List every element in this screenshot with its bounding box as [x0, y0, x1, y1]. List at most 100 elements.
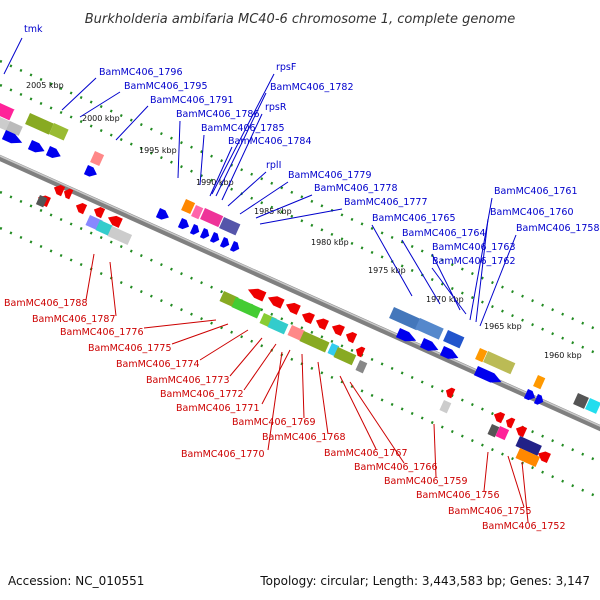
reverse-gene-label: BamMC406_1775 [88, 343, 171, 354]
backbone-highlight [0, 155, 600, 427]
gene-labels: tmkBamMC406_1796BamMC406_1795BamMC406_17… [4, 24, 599, 532]
forward-gene-arrow [177, 218, 190, 230]
genome-backbone [0, 154, 600, 432]
reverse-gene-arrow [515, 426, 528, 438]
reverse-gene-arrow [301, 312, 315, 325]
reverse-feature-box [231, 297, 262, 319]
reverse-feature-box [95, 220, 113, 236]
reverse-leader-line [483, 451, 489, 492]
reverse-leader-line [317, 361, 329, 435]
reverse-feature-box [107, 225, 133, 246]
tick-label: 1995 kbp [139, 146, 177, 155]
forward-leader-line [79, 91, 121, 118]
forward-feature-box [573, 392, 589, 409]
forward-gene-arrow [533, 394, 544, 405]
forward-feature-box [191, 205, 204, 220]
reverse-gene-arrow [93, 207, 106, 219]
forward-gene-label: BamMC406_1785 [201, 123, 284, 134]
reverse-leader-line [85, 253, 95, 301]
forward-gene-label: BamMC406_1758 [516, 223, 599, 234]
forward-gene-arrow [439, 346, 459, 359]
forward-leader-line [199, 134, 205, 186]
forward-leader-line [371, 224, 413, 297]
forward-gene-label: BamMC406_1765 [372, 213, 455, 224]
forward-gene-arrow [219, 237, 230, 248]
reverse-gene-label: BamMC406_1759 [384, 476, 467, 487]
backbone-line [0, 154, 600, 432]
forward-leader-line [479, 234, 517, 327]
reverse-gene-arrow [63, 188, 74, 200]
forward-leader-line [211, 73, 275, 195]
genome-summary-text: Topology: circular; Length: 3,443,583 bp… [260, 574, 590, 588]
forward-feature-box [49, 122, 69, 141]
reverse-feature-box [267, 317, 289, 335]
forward-gene-label: BamMC406_1777 [344, 197, 427, 208]
forward-gene-label: BamMC406_1784 [228, 136, 311, 147]
reverse-gene-label: BamMC406_1771 [176, 403, 259, 414]
forward-gene-arrow [209, 232, 220, 243]
tick-label: 2005 kbp [26, 81, 64, 90]
reverse-gene-arrow [331, 324, 345, 337]
reverse-leader-line [349, 381, 405, 464]
tick-label: 1980 kbp [311, 238, 349, 247]
reverse-leader-line [143, 319, 217, 329]
reverse-feature-box [299, 331, 330, 353]
reverse-feature-box [287, 325, 305, 341]
map-title: Burkholderia ambifaria MC40-6 chromosome… [85, 12, 515, 27]
reverse-feature-box [35, 195, 48, 208]
forward-feature-box [9, 110, 24, 126]
forward-gene-arrow [83, 165, 97, 177]
accession-text: Accession: NC_010551 [8, 574, 145, 588]
forward-leader-line [227, 171, 267, 207]
forward-gene-arrow [395, 328, 417, 342]
forward-leader-line [221, 113, 263, 201]
forward-leader-line [475, 218, 489, 323]
forward-gene-label: BamMC406_1763 [432, 242, 515, 253]
reverse-leader-line [243, 343, 277, 391]
label-leader-lines [3, 37, 529, 523]
reverse-feature-box [495, 426, 510, 441]
tick-label: 1965 kbp [484, 322, 522, 331]
forward-gene-label: BamMC406_1791 [150, 95, 233, 106]
forward-leader-line [255, 194, 313, 219]
forward-leader-line [401, 239, 441, 305]
forward-leader-line [115, 105, 149, 141]
forward-gene-arrow [27, 140, 45, 153]
reverse-gene-label: BamMC406_1769 [232, 417, 315, 428]
forward-feature-box [585, 398, 600, 414]
reverse-leader-line [339, 375, 377, 450]
tick-label: 1975 kbp [368, 266, 406, 275]
forward-gene-label: BamMC406_1796 [99, 67, 182, 78]
forward-leader-line [215, 92, 267, 197]
forward-gene-arrow [229, 241, 240, 252]
reverse-gene-arrow [107, 215, 123, 228]
reverse-gene-label: BamMC406_1766 [354, 462, 437, 473]
reverse-gene-arrow [505, 417, 516, 429]
reverse-feature-box [355, 359, 368, 374]
reverse-gene-arrow [355, 346, 366, 358]
forward-leader-line [259, 208, 343, 225]
reverse-gene-arrow [345, 332, 358, 344]
reverse-leader-line [433, 423, 437, 478]
forward-gene-label: BamMC406_1762 [432, 256, 515, 267]
forward-gene-label: BamMC406_1795 [124, 81, 207, 92]
forward-gene-label: BamMC406_1760 [490, 207, 573, 218]
reverse-gene-arrow [267, 296, 285, 309]
gene-features [0, 103, 600, 468]
reverse-gene-arrow [53, 185, 66, 197]
reverse-gene-arrow [285, 302, 301, 315]
forward-leader-line [431, 267, 467, 315]
reverse-gene-arrow [537, 451, 551, 464]
forward-feature-box [389, 307, 422, 331]
reverse-gene-label: BamMC406_1770 [181, 449, 264, 460]
reverse-gene-label: BamMC406_1752 [482, 521, 565, 532]
reverse-gene-label: BamMC406_1787 [32, 314, 115, 325]
forward-feature-box [415, 318, 444, 340]
forward-feature-box [25, 113, 54, 135]
forward-gene-arrow [523, 389, 536, 401]
reverse-leader-line [521, 461, 529, 523]
reverse-leader-line [507, 455, 525, 508]
reverse-leader-line [171, 323, 229, 345]
reverse-leader-line [229, 337, 263, 377]
